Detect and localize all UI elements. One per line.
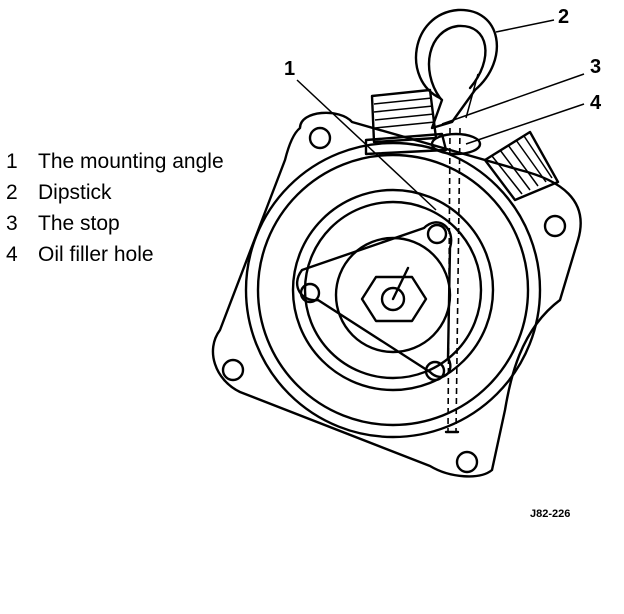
legend-item: 2 Dipstick (6, 177, 224, 208)
figure-code: J82-226 (530, 508, 571, 520)
legend-number: 4 (6, 242, 18, 266)
leader-2 (495, 19, 555, 33)
leader-4 (465, 103, 585, 145)
callout-2: 2 (558, 6, 570, 28)
legend-number: 1 (6, 149, 18, 173)
top-fitting (364, 88, 448, 156)
callout-1: 1 (284, 58, 296, 80)
legend-item: 1 The mounting angle (6, 146, 224, 177)
legend-text: The mounting angle (38, 149, 224, 173)
oil-filler-hole (430, 132, 482, 156)
side-fitting (483, 130, 560, 202)
leader-lines (296, 19, 585, 211)
pump-body (244, 141, 542, 439)
legend-item: 4 Oil filler hole (6, 239, 224, 270)
legend-number: 3 (6, 211, 18, 235)
legend-text: The stop (38, 211, 120, 235)
legend: 1 The mounting angle 2 Dipstick 3 The st… (6, 146, 224, 270)
legend-text: Oil filler hole (38, 242, 154, 266)
mounting-flange (211, 111, 582, 478)
callout-3: 3 (590, 56, 602, 78)
center-nut (360, 266, 428, 323)
leader-1 (296, 79, 437, 211)
mounting-angle (295, 221, 453, 382)
dipstick (414, 8, 499, 434)
legend-item: 3 The stop (6, 208, 224, 239)
leader-3 (441, 73, 585, 125)
callout-4: 4 (590, 92, 602, 114)
legend-text: Dipstick (38, 180, 112, 204)
legend-number: 2 (6, 180, 18, 204)
